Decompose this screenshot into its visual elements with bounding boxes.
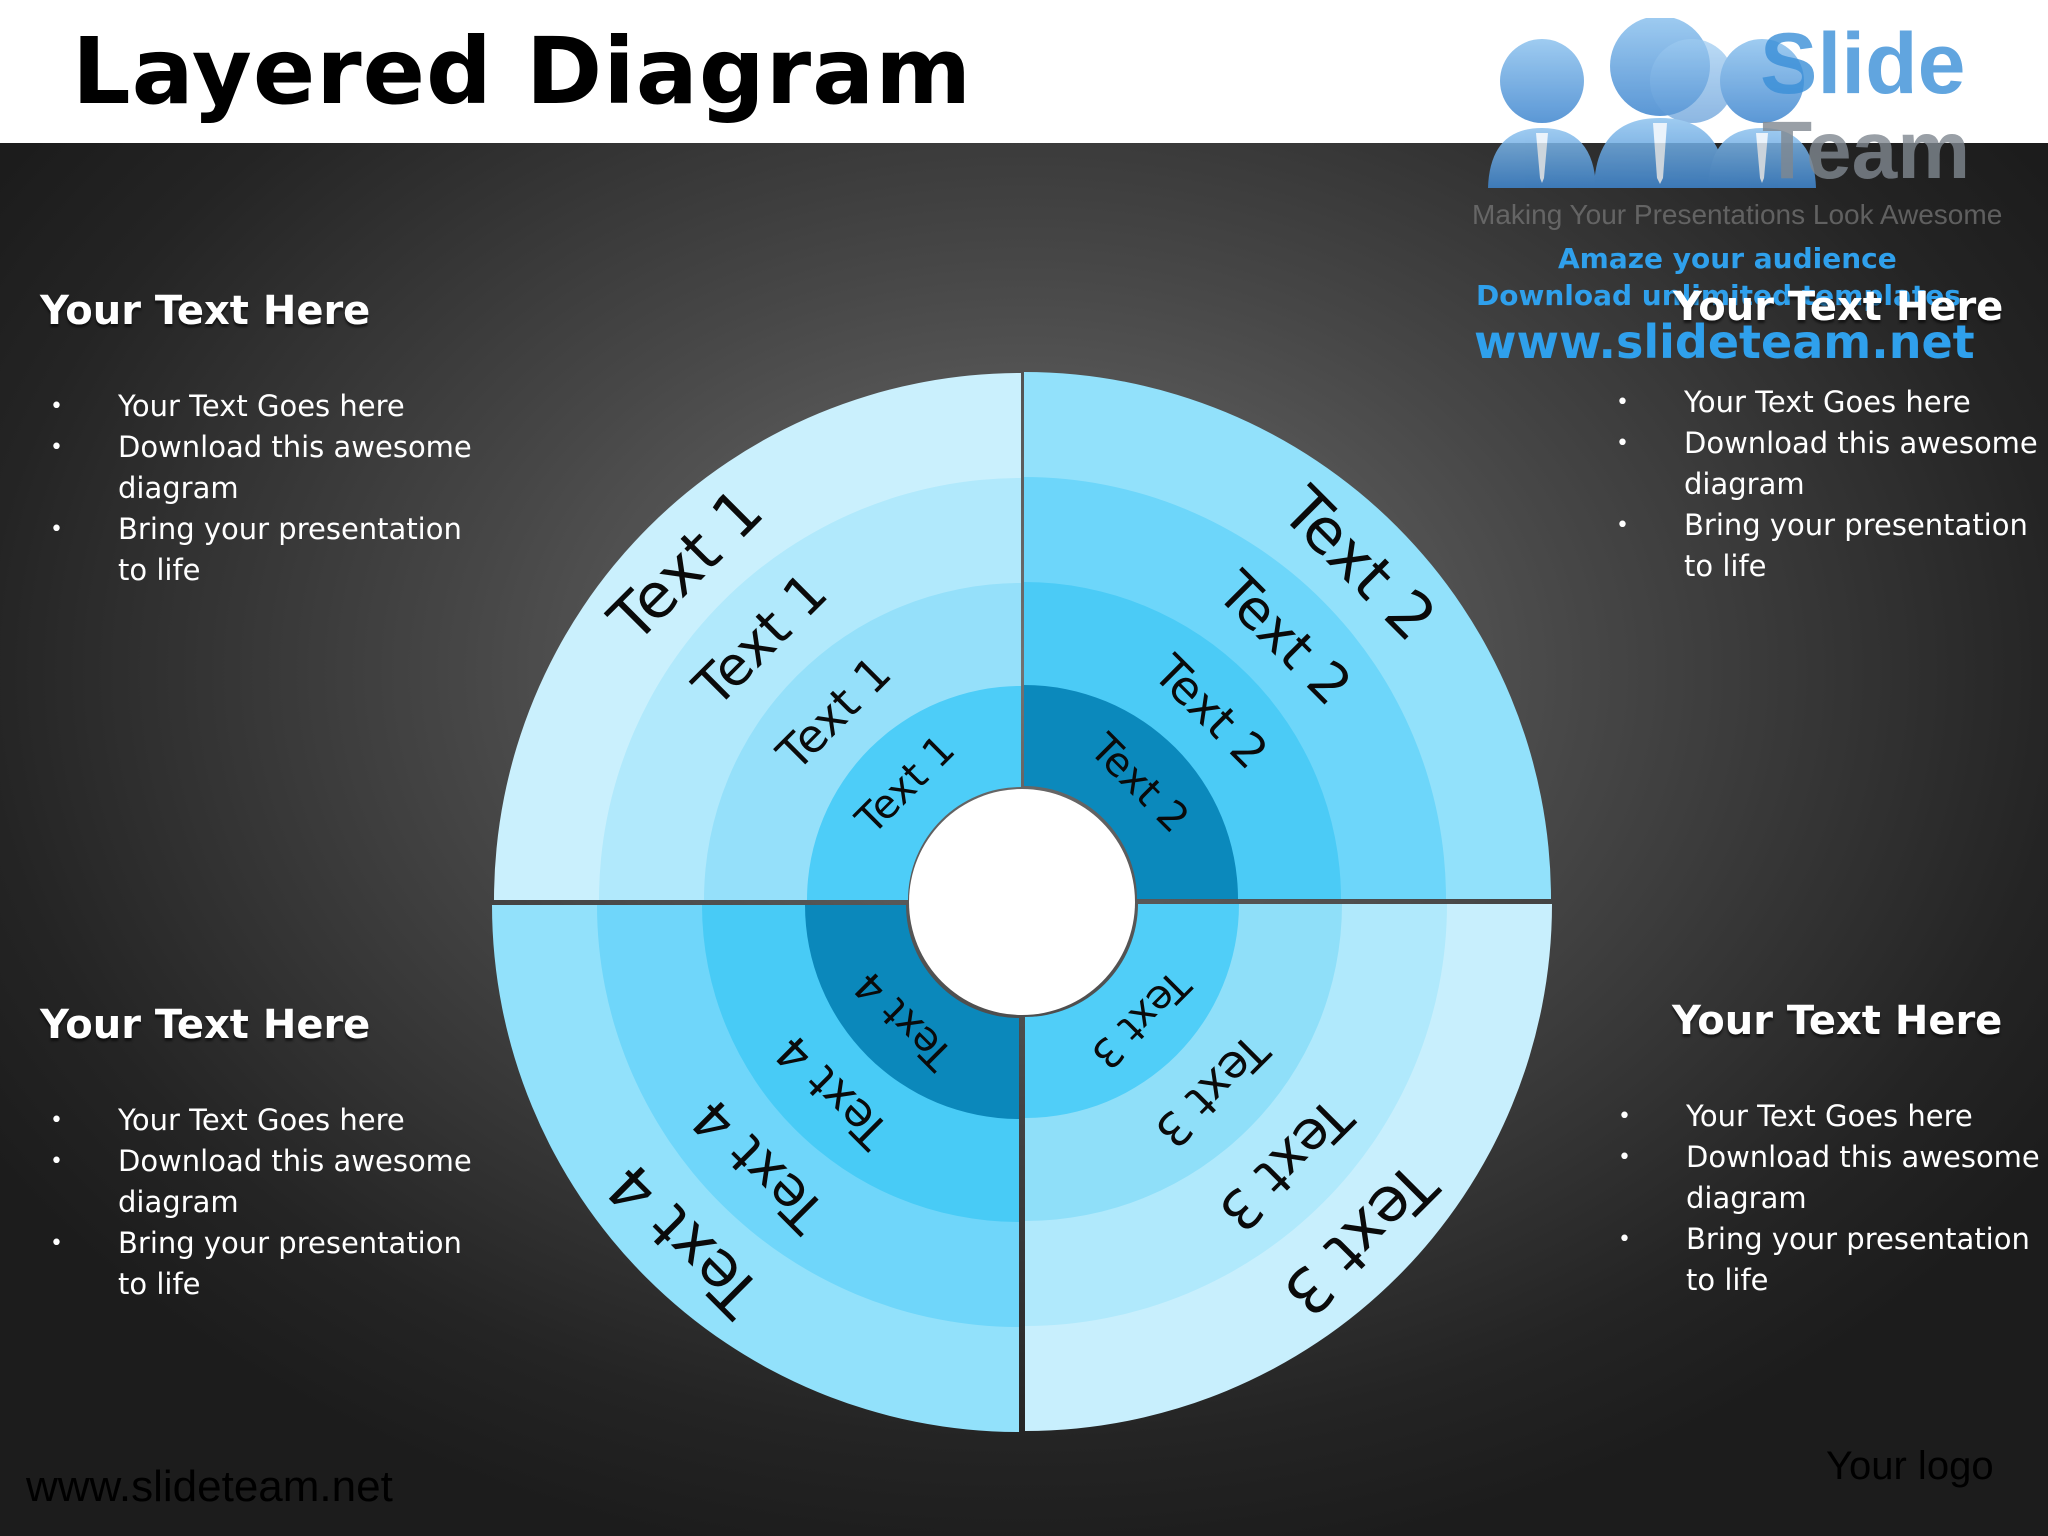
bullet-icon: • xyxy=(1616,513,1629,538)
quadrant-4-ring-2 xyxy=(702,905,1019,1222)
quadrant-4-ring-3 xyxy=(597,905,1019,1327)
bullet-item: • Download this awesome diagram xyxy=(40,427,478,509)
bullet-text: Your Text Goes here xyxy=(1684,385,1971,419)
bullet-item: • Bring your presentation to life xyxy=(40,509,478,591)
quadrant-3-ring-4 xyxy=(1025,904,1552,1431)
bullet-icon: • xyxy=(50,1108,63,1133)
bullet-icon: • xyxy=(50,1231,63,1256)
bullet-text: Bring your presentation to life xyxy=(1686,1222,2030,1297)
quadrant-1-ring-4 xyxy=(494,373,1021,900)
bullet-text: Download this awesome diagram xyxy=(118,430,472,505)
bullet-list: • Your Text Goes here • Download this awes… xyxy=(1608,1096,2046,1301)
bullet-icon: • xyxy=(1618,1145,1631,1170)
quadrant-3-ring-3 xyxy=(1025,904,1447,1326)
bullet-text: Download this awesome diagram xyxy=(118,1144,472,1219)
bullet-icon: • xyxy=(50,1149,63,1174)
logo-tagline: Making Your Presentations Look Awesome xyxy=(1472,199,2002,230)
slideteam-logo: Slide Team Making Your Presentations Loo… xyxy=(1472,18,2002,363)
quadrant-4-ring-1 xyxy=(805,905,1019,1119)
bullet-text: Your Text Goes here xyxy=(118,1103,405,1137)
quadrant-2-ring-3 xyxy=(1024,477,1446,899)
quadrant-3-ring-1 xyxy=(1025,904,1239,1118)
quadrant-3-ring-2 xyxy=(1025,904,1342,1221)
bullet-item: • Your Text Goes here xyxy=(40,1100,478,1141)
bullet-text: Bring your presentation to life xyxy=(118,1226,462,1301)
bullet-item: • Your Text Goes here xyxy=(1608,1096,2046,1137)
page-title: Layered Diagram xyxy=(72,18,973,125)
logo-placeholder: Your logo xyxy=(1826,1444,1994,1488)
bullet-icon: • xyxy=(1616,390,1629,415)
bullet-icon: • xyxy=(50,394,63,419)
center-circle xyxy=(909,789,1135,1015)
footer-url: www.slideteam.net xyxy=(26,1462,393,1511)
bullet-icon: • xyxy=(50,435,63,460)
bullet-item: • Download this awesome diagram xyxy=(1608,1137,2046,1219)
bullet-item: • Bring your presentation to life xyxy=(40,1223,478,1305)
bullet-item: • Your Text Goes here xyxy=(1606,382,2044,423)
bullet-item: • Your Text Goes here xyxy=(40,386,478,427)
logo-promo-url: www.slideteam.net xyxy=(1474,315,1975,363)
logo-promo-line1: Amaze your audience xyxy=(1558,242,1897,275)
quadrant-2-ring-4 xyxy=(1024,372,1551,899)
text-panel-bottom-left: Your Text Here • Your Text Goes here • Dow… xyxy=(40,1002,478,1305)
bullet-list: • Your Text Goes here • Download this awes… xyxy=(40,386,478,591)
logo-brand-top: Slide xyxy=(1760,18,1966,112)
bullet-text: Your Text Goes here xyxy=(1686,1099,1973,1133)
bullet-icon: • xyxy=(1618,1227,1631,1252)
bullet-icon: • xyxy=(1618,1104,1631,1129)
panel-heading: Your Text Here xyxy=(1672,998,2003,1044)
text-panel-bottom-right: Your Text Here • Your Text Goes here • Dow… xyxy=(1608,998,2046,1301)
bullet-item: • Bring your presentation to life xyxy=(1606,505,2044,587)
bullet-list: • Your Text Goes here • Download this awes… xyxy=(1606,382,2044,587)
bullet-text: Download this awesome diagram xyxy=(1684,426,2038,501)
bullet-text: Download this awesome diagram xyxy=(1686,1140,2040,1215)
bullet-list: • Your Text Goes here • Download this awes… xyxy=(40,1100,478,1305)
bullet-icon: • xyxy=(50,517,63,542)
bullet-item: • Download this awesome diagram xyxy=(40,1141,478,1223)
quadrant-1-ring-3 xyxy=(599,478,1021,900)
text-panel-top-right: Your Text Here • Your Text Goes here • Dow… xyxy=(1606,284,2044,587)
bullet-text: Your Text Goes here xyxy=(118,389,405,423)
team-figures-icon xyxy=(1488,18,1816,188)
quadrant-4-ring-4 xyxy=(492,905,1019,1432)
panel-heading: Your Text Here xyxy=(40,1002,371,1048)
quadrant-2-ring-1 xyxy=(1024,685,1238,899)
quadrant-2-ring-2 xyxy=(1024,582,1341,899)
panel-heading: Your Text Here xyxy=(40,288,371,334)
quadrant-1-ring-1 xyxy=(807,686,1021,900)
bullet-icon: • xyxy=(1616,431,1629,456)
bullet-item: • Download this awesome diagram xyxy=(1606,423,2044,505)
logo-promo-line2: Download unlimited templates xyxy=(1476,279,1961,312)
bullet-text: Bring your presentation to life xyxy=(1684,508,2028,583)
text-panel-top-left: Your Text Here • Your Text Goes here • Dow… xyxy=(40,288,478,591)
bullet-item: • Bring your presentation to life xyxy=(1608,1219,2046,1301)
quadrant-1-ring-2 xyxy=(704,583,1021,900)
panel-heading: Your Text Here xyxy=(1673,284,2004,330)
bullet-text: Bring your presentation to life xyxy=(118,512,462,587)
logo-brand-bottom: Team xyxy=(1762,105,1970,196)
